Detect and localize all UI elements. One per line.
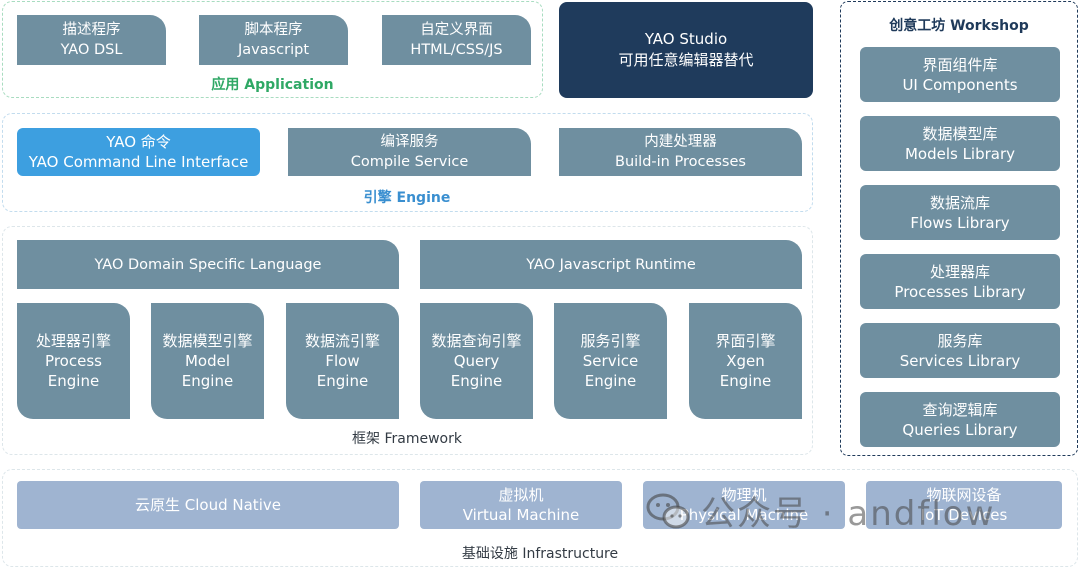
- framework-dsl-bar: YAO Domain Specific Language: [17, 240, 399, 289]
- infra-physical-machine: 物理机 Physical Machine: [643, 481, 845, 529]
- workshop-item-ui-components: 界面组件库 UI Components: [860, 47, 1060, 102]
- infra-iot-devices: 物联网设备 IoT Devices: [866, 481, 1062, 529]
- engine-box-title: YAO 命令: [106, 133, 171, 151]
- engine-en: Process: [45, 352, 102, 370]
- engine-box-title: 内建处理器: [644, 134, 717, 150]
- app-box-subtitle: HTML/CSS/JS: [410, 42, 503, 58]
- infra-item-cn: 虚拟机: [498, 486, 544, 504]
- framework-panel: [2, 226, 813, 455]
- workshop-item-models-library: 数据模型库 Models Library: [860, 116, 1060, 171]
- engine-box-subtitle: Build-in Processes: [615, 154, 746, 170]
- app-box-subtitle: YAO DSL: [60, 42, 123, 58]
- engine-en-suffix: Engine: [719, 372, 772, 390]
- app-box-html-css-js: 自定义界面 HTML/CSS/JS: [382, 15, 531, 65]
- infra-cloud-native: 云原生 Cloud Native: [17, 481, 399, 529]
- infra-item-cn: 物理机: [721, 486, 767, 504]
- workshop-item-cn: 数据模型库: [922, 124, 998, 143]
- app-box-javascript: 脚本程序 Javascript: [199, 15, 348, 65]
- app-box-title: 脚本程序: [244, 22, 303, 38]
- workshop-item-en: Processes Library: [894, 282, 1026, 301]
- engine-en: Flow: [325, 352, 360, 370]
- infrastructure-label: 基础设施 Infrastructure: [461, 546, 619, 562]
- engine-cn: 界面引擎: [715, 332, 776, 350]
- engine-process: 处理器引擎 Process Engine: [17, 303, 130, 419]
- workshop-item-en: Services Library: [899, 351, 1021, 370]
- workshop-item-cn: 数据流库: [929, 193, 990, 212]
- engine-box-cli: YAO 命令 YAO Command Line Interface: [17, 128, 260, 176]
- workshop-item-cn: 查询逻辑库: [922, 400, 998, 419]
- engine-cn: 服务引擎: [580, 332, 641, 350]
- engine-en: Model: [184, 352, 231, 370]
- engine-box-title: 编译服务: [380, 134, 439, 150]
- engine-cn: 处理器引擎: [35, 332, 111, 350]
- engine-box-build-in-processes: 内建处理器 Build-in Processes: [559, 128, 802, 176]
- app-box-yao-dsl: 描述程序 YAO DSL: [17, 15, 166, 65]
- app-box-subtitle: Javascript: [237, 42, 310, 58]
- engine-xgen: 界面引擎 Xgen Engine: [689, 303, 802, 419]
- engine-en: Service: [582, 352, 639, 370]
- workshop-item-processes-library: 处理器库 Processes Library: [860, 254, 1060, 309]
- app-box-title: 自定义界面: [420, 22, 493, 38]
- watermark: 公众号 · andflow: [645, 486, 995, 535]
- workshop-item-cn: 界面组件库: [922, 55, 998, 74]
- framework-dsl-label: YAO Domain Specific Language: [94, 256, 322, 273]
- engine-en: Xgen: [726, 352, 765, 370]
- infra-item-en: IoT Devices: [920, 506, 1008, 524]
- engine-service: 服务引擎 Service Engine: [554, 303, 667, 419]
- watermark-text: 公众号 · andflow: [701, 494, 996, 534]
- engine-cn: 数据查询引擎: [431, 332, 522, 350]
- framework-runtime-bar: YAO Javascript Runtime: [420, 240, 802, 289]
- engine-en-suffix: Engine: [316, 372, 369, 390]
- studio-title: YAO Studio: [644, 30, 728, 48]
- workshop-label: 创意工坊 Workshop: [889, 18, 1029, 34]
- engine-en-suffix: Engine: [181, 372, 234, 390]
- app-box-title: 描述程序: [62, 22, 121, 38]
- framework-label: 框架 Framework: [352, 431, 462, 447]
- engine-box-compile-service: 编译服务 Compile Service: [288, 128, 531, 176]
- workshop-panel: [840, 1, 1078, 456]
- application-label: 应用 Application: [211, 77, 334, 93]
- workshop-item-cn: 服务库: [937, 331, 983, 350]
- engine-panel: [2, 113, 813, 212]
- engine-label: 引擎 Engine: [363, 190, 451, 206]
- infra-item-en: Physical Machine: [679, 506, 809, 524]
- engine-box-subtitle: Compile Service: [350, 154, 469, 170]
- engine-model: 数据模型引擎 Model Engine: [151, 303, 264, 419]
- yao-studio-box: YAO Studio 可用任意编辑器替代: [559, 2, 813, 98]
- workshop-item-en: UI Components: [902, 75, 1018, 94]
- infra-item-label: 云原生 Cloud Native: [135, 496, 281, 514]
- workshop-item-en: Flows Library: [910, 213, 1010, 232]
- engine-en-suffix: Engine: [450, 372, 503, 390]
- engine-query: 数据查询引擎 Query Engine: [420, 303, 533, 419]
- engine-en-suffix: Engine: [584, 372, 637, 390]
- workshop-item-cn: 处理器库: [929, 262, 990, 281]
- infra-item-cn: 物联网设备: [926, 486, 1002, 504]
- engine-en-suffix: Engine: [47, 372, 100, 390]
- engine-box-subtitle: YAO Command Line Interface: [28, 153, 249, 171]
- studio-subtitle: 可用任意编辑器替代: [618, 51, 754, 69]
- wechat-icon: [646, 493, 690, 528]
- application-panel: [2, 1, 543, 98]
- infra-virtual-machine: 虚拟机 Virtual Machine: [420, 481, 622, 529]
- engine-flow: 数据流引擎 Flow Engine: [286, 303, 399, 419]
- workshop-item-services-library: 服务库 Services Library: [860, 323, 1060, 378]
- workshop-item-queries-library: 查询逻辑库 Queries Library: [860, 392, 1060, 447]
- engine-cn: 数据流引擎: [304, 332, 380, 350]
- framework-runtime-label: YAO Javascript Runtime: [526, 256, 696, 273]
- workshop-item-en: Models Library: [904, 144, 1016, 163]
- engine-cn: 数据模型引擎: [162, 332, 253, 350]
- engine-en: Query: [453, 352, 500, 370]
- infrastructure-panel: [2, 469, 1078, 567]
- workshop-item-en: Queries Library: [902, 420, 1018, 439]
- workshop-item-flows-library: 数据流库 Flows Library: [860, 185, 1060, 240]
- infra-item-en: Virtual Machine: [462, 506, 580, 524]
